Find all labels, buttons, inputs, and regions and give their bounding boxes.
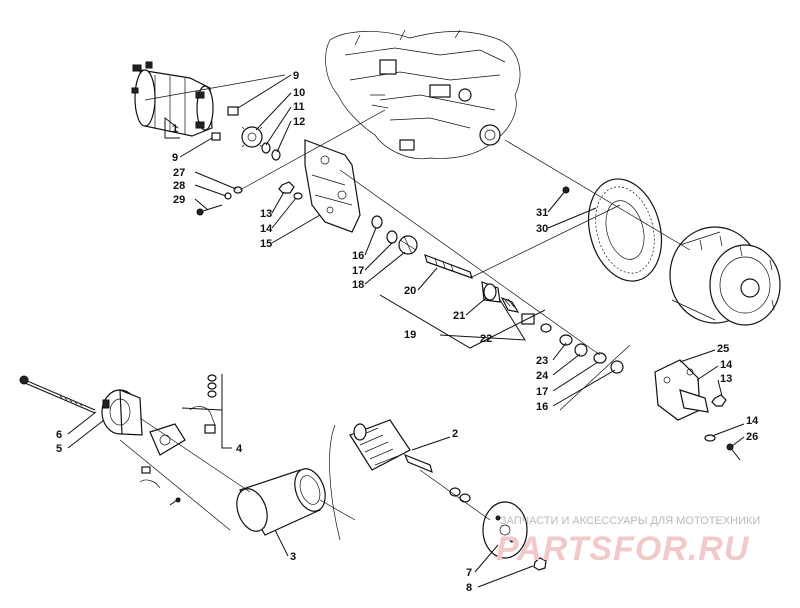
callout-16a: 16	[352, 250, 364, 262]
drive-gear-parts	[211, 106, 281, 161]
callout-7: 7	[466, 567, 472, 579]
callout-13a: 13	[260, 208, 272, 220]
ring-gear	[562, 178, 662, 282]
brush-holder-parts	[139, 374, 217, 506]
callout-20: 20	[404, 285, 416, 297]
callout-30: 30	[536, 223, 548, 235]
callout-27: 27	[173, 167, 185, 179]
callout-23: 23	[536, 355, 548, 367]
through-bolt	[19, 375, 96, 414]
callout-24: 24	[536, 370, 549, 382]
leader-lines	[67, 74, 745, 588]
starter-motor-assembly	[131, 61, 214, 137]
mounting-bracket	[304, 139, 361, 233]
callout-21: 21	[453, 310, 465, 322]
callout-18: 18	[352, 279, 364, 291]
callout-5: 5	[56, 443, 62, 455]
watermark-logo: PARTSFOR.RU	[496, 530, 750, 568]
callout-25: 25	[717, 343, 729, 355]
callout-19: 19	[404, 329, 416, 341]
callout-17a: 17	[352, 265, 364, 277]
armature	[329, 419, 471, 541]
flywheel	[669, 226, 781, 326]
callout-22: 22	[480, 333, 492, 345]
callout-17b: 17	[536, 386, 548, 398]
callout-2: 2	[452, 428, 458, 440]
drive-end-plate	[482, 501, 547, 571]
callout-10: 10	[293, 87, 305, 99]
watermark: ЗАПЧАСТИ И АКСЕССУАРЫ ДЛЯ МОТОТЕХНИКИ PA…	[496, 515, 760, 568]
callout-6: 6	[56, 429, 62, 441]
commutator-end-cap	[101, 389, 143, 436]
bracket-nut-washer	[278, 181, 303, 200]
callout-16b: 16	[536, 401, 548, 413]
callout-14a: 14	[260, 223, 273, 235]
drive-end-housing	[654, 359, 741, 461]
callout-29: 29	[173, 194, 185, 206]
watermark-caption: ЗАПЧАСТИ И АКСЕССУАРЫ ДЛЯ МОТОТЕХНИКИ	[500, 515, 760, 527]
bendix-drive-parts	[371, 215, 624, 374]
callout-14b: 14	[720, 359, 733, 371]
callout-28: 28	[173, 180, 185, 192]
callout-9b: 9	[172, 152, 178, 164]
field-frame	[236, 468, 326, 536]
callout-1: 1	[172, 123, 178, 135]
engine-block	[325, 29, 521, 160]
callout-8: 8	[466, 582, 472, 594]
callout-14c: 14	[746, 415, 759, 427]
callout-26: 26	[746, 431, 758, 443]
callout-11: 11	[293, 101, 305, 113]
callout-9a: 9	[293, 70, 299, 82]
callout-3: 3	[290, 551, 296, 563]
callout-13b: 13	[720, 373, 732, 385]
callout-4: 4	[236, 443, 243, 455]
callout-31: 31	[536, 207, 548, 219]
callout-15: 15	[260, 238, 272, 250]
bracket-fasteners	[196, 186, 243, 216]
callout-12: 12	[293, 116, 305, 128]
